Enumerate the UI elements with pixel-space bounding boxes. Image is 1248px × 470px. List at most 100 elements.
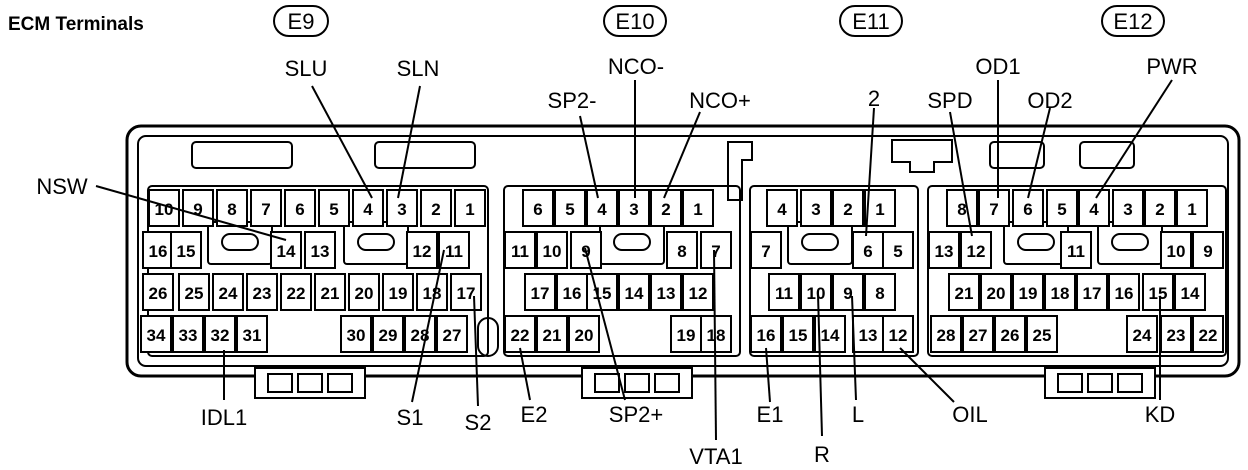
pin-number: 21: [321, 284, 340, 303]
signal-label-nco-minus: NCO-: [608, 54, 664, 79]
pin-number: 12: [967, 242, 986, 261]
pin-cell: [832, 273, 864, 311]
pin-e9-22: 22: [280, 273, 312, 311]
pin-e9-2: 2: [420, 189, 452, 227]
pin-number: 13: [935, 242, 954, 261]
pin-cell: [1126, 315, 1158, 353]
signal-label-e1: E1: [757, 402, 784, 427]
pin-cell: [1160, 231, 1192, 269]
pin-cell: [1060, 231, 1092, 269]
pin-number: 2: [661, 200, 670, 219]
pin-e12-18: 18: [1044, 273, 1076, 311]
connector-outline-e10: [503, 185, 741, 357]
pin-cell: [1142, 273, 1174, 311]
pin-cell: [800, 273, 832, 311]
pin-cell: [280, 273, 312, 311]
pin-e12-19: 19: [1012, 273, 1044, 311]
pin-number: 2: [431, 200, 440, 219]
pin-e12-28: 28: [930, 315, 962, 353]
pin-e10-20: 20: [568, 315, 600, 353]
pin-cell: [1108, 273, 1140, 311]
signal-label-sp2-minus: SP2-: [548, 88, 597, 113]
pin-number: 1: [465, 200, 474, 219]
signal-label-spd: SPD: [927, 88, 972, 113]
pin-e11-2: 2: [832, 189, 864, 227]
pin-e12-8: 8: [946, 189, 978, 227]
pin-cell: [1078, 189, 1110, 227]
signal-label-slu: SLU: [285, 56, 328, 81]
pin-number: 17: [531, 284, 550, 303]
pin-cell: [852, 231, 884, 269]
pin-number: 7: [761, 242, 770, 261]
pin-number: 15: [177, 242, 196, 261]
pin-number: 3: [629, 200, 638, 219]
signal-label-sp2-plus: SP2+: [609, 402, 663, 427]
pin-e11-1: 1: [864, 189, 896, 227]
pin-cell: [404, 315, 436, 353]
pin-number: 21: [543, 326, 562, 345]
pin-number: 26: [1001, 326, 1020, 345]
pin-number: 15: [789, 326, 808, 345]
leader-lines: [95, 79, 1173, 441]
pin-cell: [930, 315, 962, 353]
connector-badge-e9: E9: [273, 5, 329, 37]
pin-e9-29: 29: [372, 315, 404, 353]
pin-number: 8: [677, 242, 686, 261]
pin-number: 10: [807, 284, 826, 303]
pin-number: 20: [355, 284, 374, 303]
pin-cell: [1012, 273, 1044, 311]
pin-cell: [436, 315, 468, 353]
pin-cell: [1192, 315, 1224, 353]
pin-e9-17: 17: [450, 273, 482, 311]
pin-cell: [318, 189, 350, 227]
pin-e9-30: 30: [340, 315, 372, 353]
pin-cell: [1144, 189, 1176, 227]
pin-number: 19: [677, 326, 696, 345]
signal-label-od2: OD2: [1027, 88, 1072, 113]
pin-cell: [504, 315, 536, 353]
pin-number: 22: [511, 326, 530, 345]
pin-cell: [1044, 273, 1076, 311]
pin-number: 13: [859, 326, 878, 345]
pin-cell: [372, 315, 404, 353]
pin-e9-19: 19: [382, 273, 414, 311]
pin-e12-26: 26: [994, 315, 1026, 353]
connector-badge-e12: E12: [1101, 5, 1165, 37]
pin-e11-6: 6: [852, 231, 884, 269]
pin-cell: [304, 231, 336, 269]
pin-e12-11: 11: [1060, 231, 1092, 269]
pin-number: 3: [1123, 200, 1132, 219]
pin-number: 5: [893, 242, 902, 261]
pin-cell: [1076, 273, 1108, 311]
pin-number: 20: [575, 326, 594, 345]
pin-number: 12: [689, 284, 708, 303]
pin-number: 12: [413, 242, 432, 261]
pin-e11-15: 15: [782, 315, 814, 353]
pin-cell: [928, 231, 960, 269]
pin-e12-22: 22: [1192, 315, 1224, 353]
pin-cell: [666, 231, 698, 269]
pin-e11-5: 5: [882, 231, 914, 269]
pin-number: 18: [1051, 284, 1070, 303]
pin-cell: [524, 273, 556, 311]
pin-cell: [382, 273, 414, 311]
pin-cell: [348, 273, 380, 311]
pin-number: 7: [989, 200, 998, 219]
pin-number: 11: [1067, 242, 1085, 261]
pin-cell: [284, 189, 316, 227]
pin-number: 2: [1155, 200, 1164, 219]
pin-e12-9: 9: [1192, 231, 1224, 269]
signal-label-oil: OIL: [952, 402, 987, 427]
pin-number: 6: [1023, 200, 1032, 219]
pin-number: 24: [1133, 326, 1152, 345]
pin-number: 14: [1181, 284, 1200, 303]
pin-cell: [670, 315, 702, 353]
pin-e10-22: 22: [504, 315, 536, 353]
pin-cell: [536, 231, 568, 269]
pin-number: 9: [193, 200, 202, 219]
pin-number: 26: [149, 284, 168, 303]
pin-cell: [960, 231, 992, 269]
pin-number: 27: [443, 326, 462, 345]
pin-e10-14: 14: [618, 273, 650, 311]
pin-cell: [536, 315, 568, 353]
